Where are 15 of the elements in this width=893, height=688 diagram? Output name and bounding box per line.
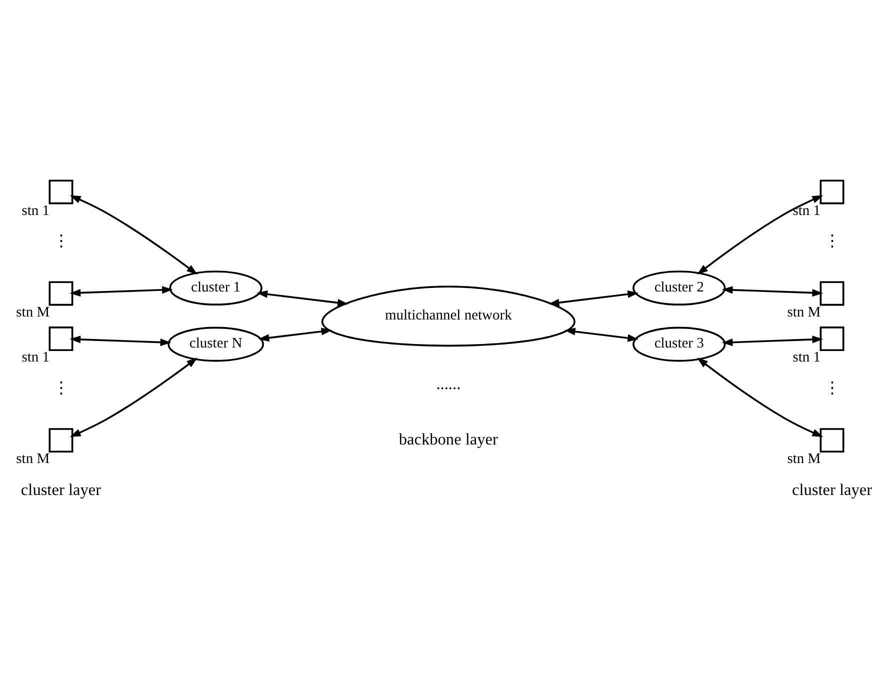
node-label: stn M — [787, 451, 821, 468]
label: cluster layer — [20, 480, 102, 500]
label: ...... — [436, 374, 461, 393]
node-label: stn 1 — [792, 350, 821, 366]
node-label: stn M — [16, 451, 50, 468]
node-label: stn 1 — [22, 350, 50, 366]
label: ⋮ — [824, 232, 840, 251]
label: ⋮ — [52, 378, 69, 398]
node-label: stn M — [787, 304, 821, 320]
label: ⋮ — [52, 232, 69, 251]
label: ⋮ — [824, 378, 840, 398]
label: backbone layer — [398, 429, 498, 448]
label: cluster layer — [792, 480, 872, 500]
node-label: stn M — [16, 304, 50, 320]
node-label: stn 1 — [22, 202, 50, 219]
